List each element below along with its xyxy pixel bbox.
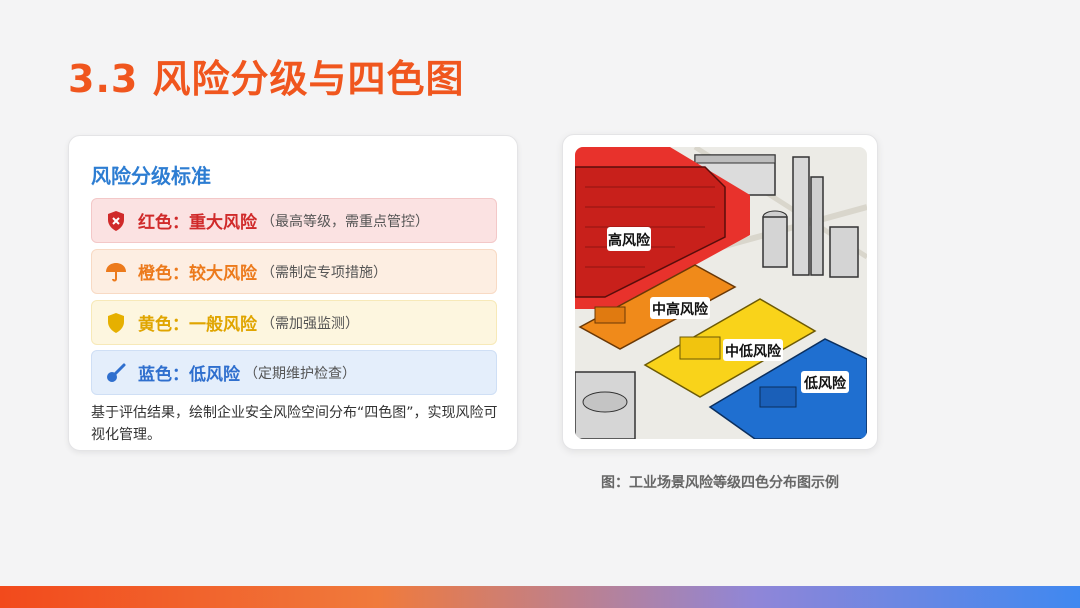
- wrench-icon: [104, 361, 128, 385]
- shield-x-icon: [104, 209, 128, 233]
- risk-level-name: 红色：重大风险: [138, 213, 257, 233]
- risk-standard-card: 风险分级标准 红色：重大风险 （最高等级，需重点管控） 橙色：较大风险 （需制定…: [68, 135, 518, 451]
- risk-level-name: 橙色：较大风险: [138, 264, 257, 284]
- page-title: 3.3 风险分级与四色图: [68, 57, 465, 101]
- zone-label-mid-low: 中低风险: [725, 343, 782, 360]
- umbrella-icon: [104, 260, 128, 284]
- risk-level-orange: 橙色：较大风险 （需制定专项措施）: [91, 249, 497, 294]
- risk-level-name: 蓝色：低风险: [138, 365, 240, 385]
- card-title: 风险分级标准: [91, 164, 211, 188]
- risk-level-note: （需加强监测）: [261, 315, 359, 332]
- zone-label-low: 低风险: [803, 375, 847, 392]
- risk-level-blue: 蓝色：低风险 （定期维护检查）: [91, 350, 497, 395]
- figure-caption: 图：工业场景风险等级四色分布图示例: [601, 475, 839, 491]
- risk-level-note: （最高等级，需重点管控）: [261, 213, 429, 230]
- card-description: 基于评估结果，绘制企业安全风险空间分布“四色图”，实现风险可视化管理。: [91, 405, 498, 443]
- risk-level-yellow: 黄色：一般风险 （需加强监测）: [91, 300, 497, 345]
- risk-map-figure: 高风险 中高风险 中低风险 低风险: [562, 134, 878, 450]
- risk-level-note: （需制定专项措施）: [261, 264, 387, 281]
- zone-label-mid-high: 中高风险: [652, 301, 709, 318]
- risk-level-red: 红色：重大风险 （最高等级，需重点管控）: [91, 198, 497, 243]
- shield-icon: [104, 311, 128, 335]
- zone-label-high: 高风险: [608, 232, 651, 249]
- risk-map-illustration: 高风险 中高风险 中低风险 低风险: [575, 147, 867, 439]
- bottom-gradient-bar: [0, 586, 1080, 608]
- risk-level-name: 黄色：一般风险: [138, 315, 257, 335]
- risk-level-note: （定期维护检查）: [244, 365, 356, 382]
